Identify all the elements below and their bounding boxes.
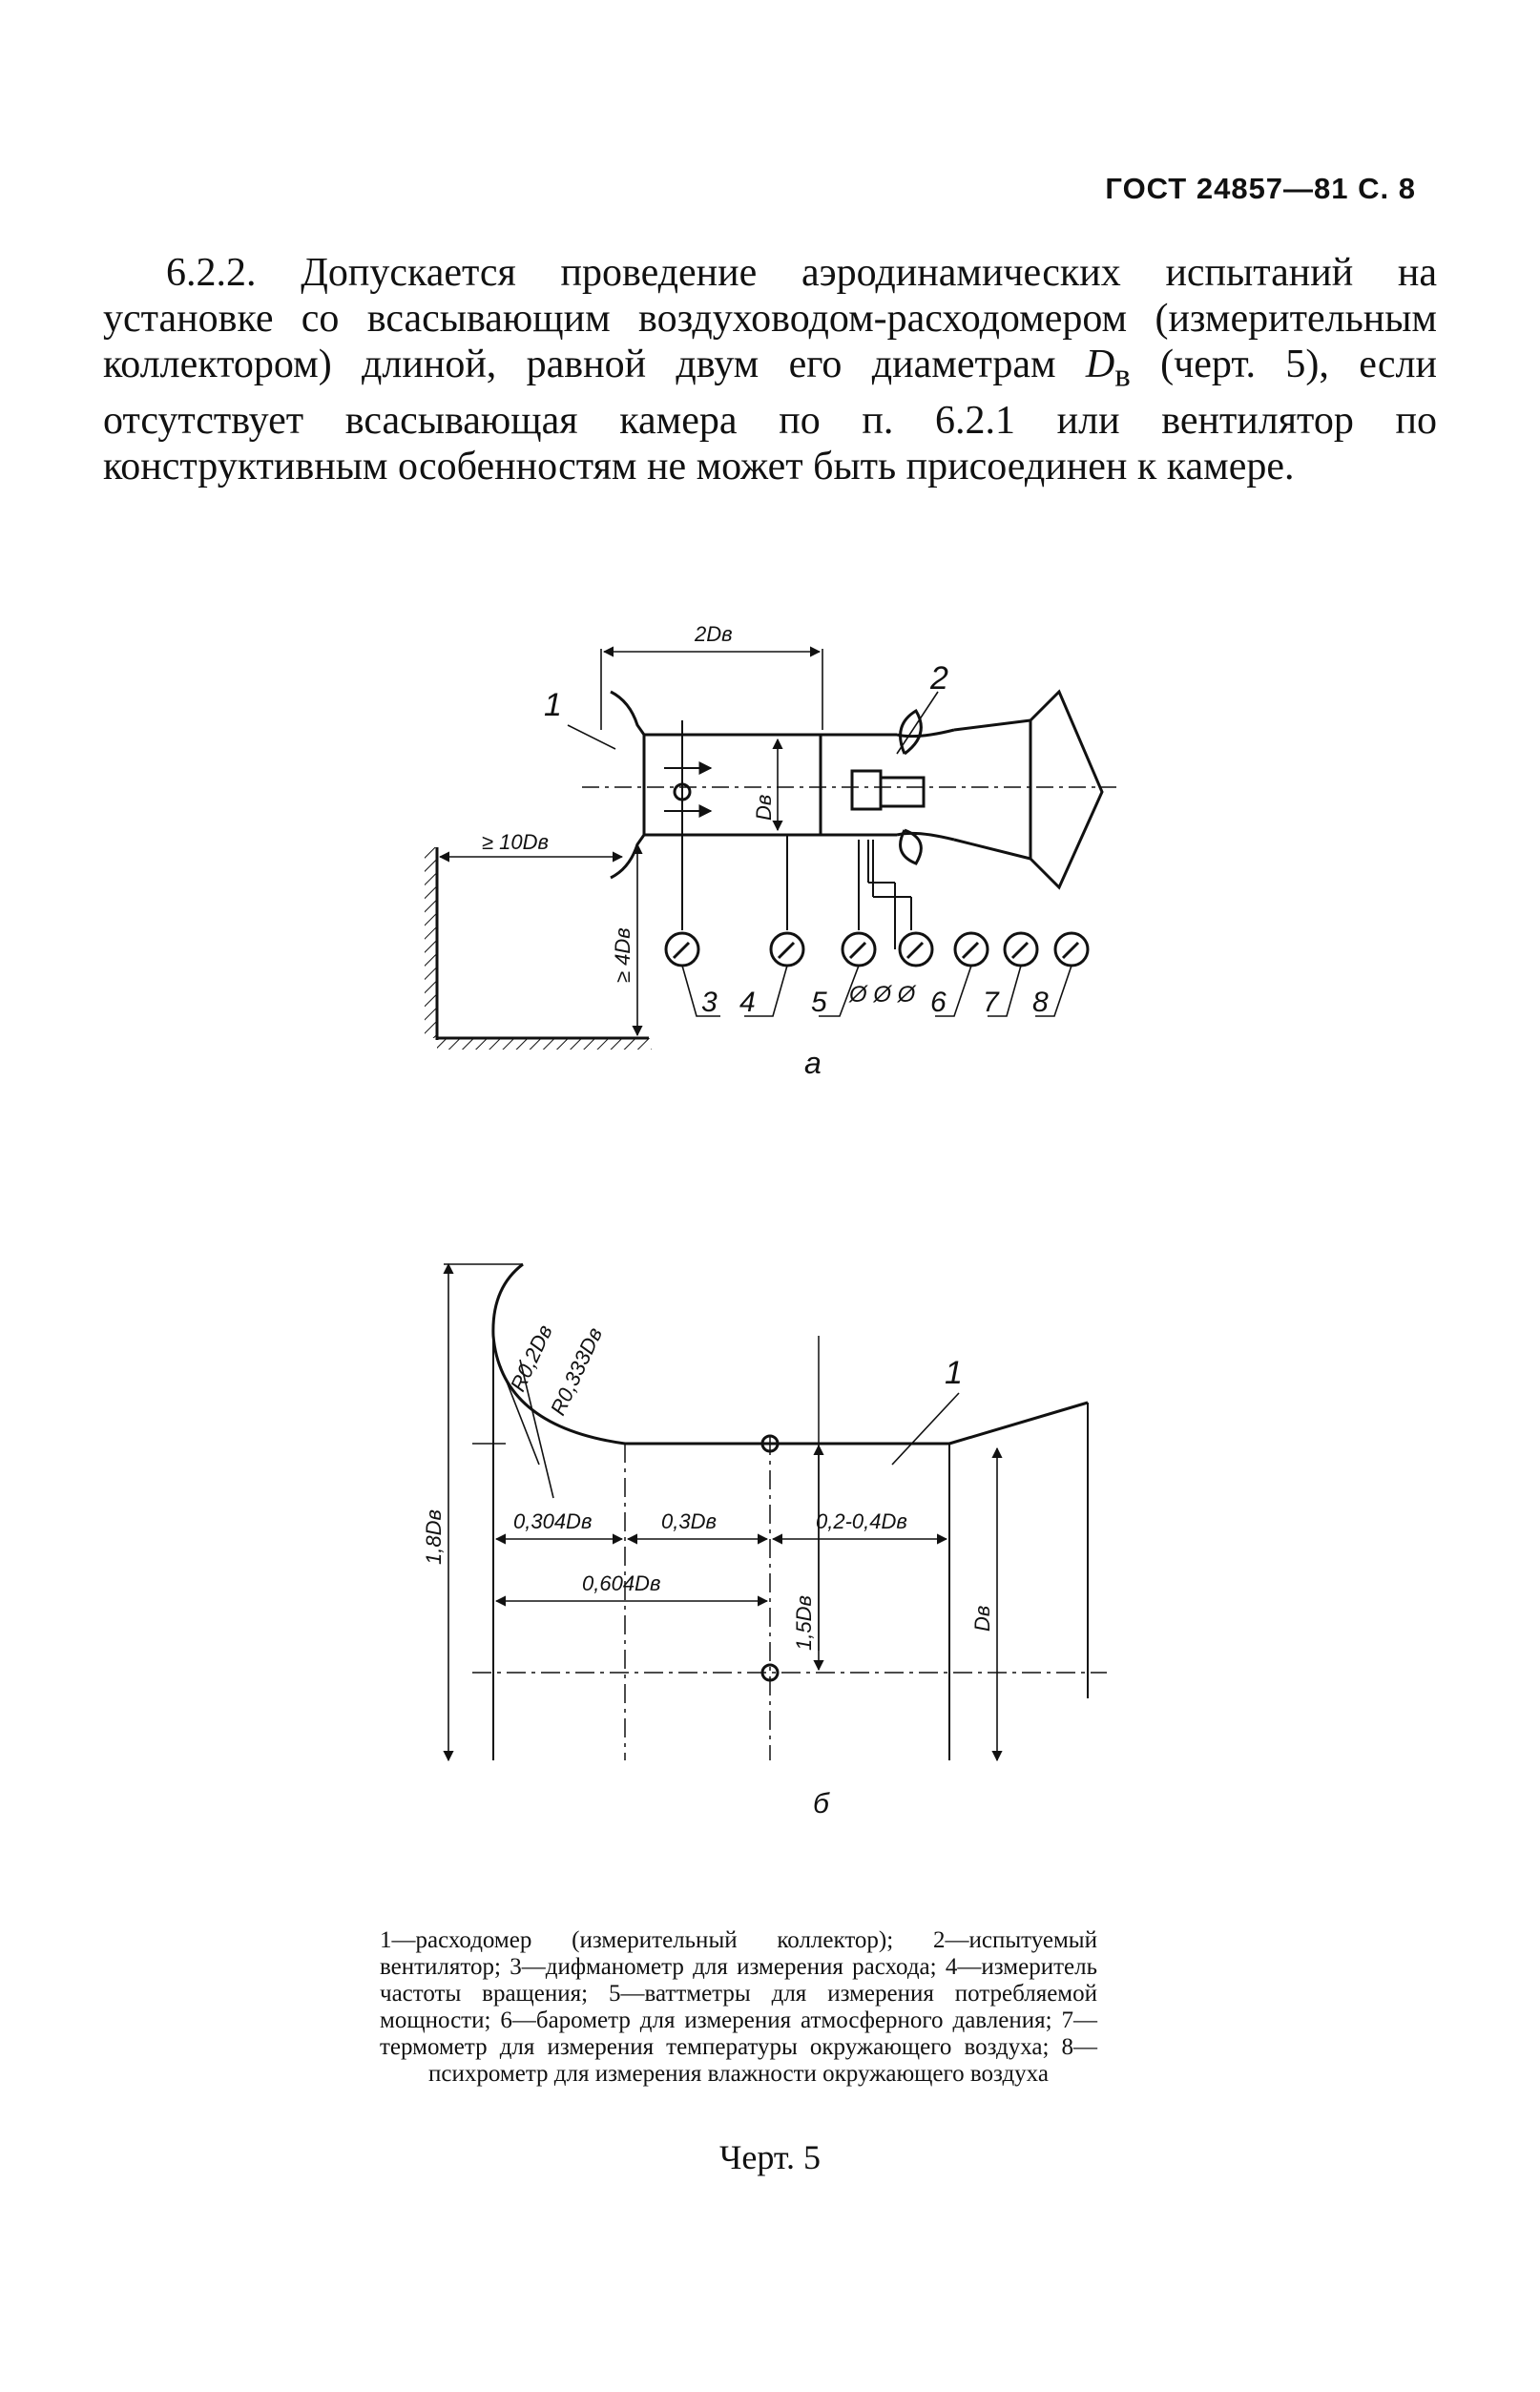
figure-legend: 1—расходомер (измерительный коллектор); … — [380, 1927, 1097, 2087]
fig-b-label: б — [813, 1788, 830, 1820]
fig-a-item-5: 5 — [811, 987, 827, 1018]
gauge-8 — [1053, 931, 1090, 967]
fig-b-radius-1: R0,2Dв — [506, 1321, 557, 1395]
gauge-3 — [664, 931, 700, 967]
fig-b-radius-2: R0,333Dв — [546, 1323, 607, 1419]
fig-b-item-1: 1 — [945, 1355, 963, 1391]
fig-a-item-1: 1 — [544, 687, 562, 723]
fig-a-terminals: Ø Ø Ø — [848, 982, 917, 1008]
fig-a-item-4: 4 — [739, 987, 756, 1018]
fig-a-label: а — [804, 1046, 822, 1080]
diameter-symbol: D — [1085, 343, 1115, 386]
page-header: ГОСТ 24857—81 С. 8 — [1105, 172, 1416, 205]
figure-b: 1 R0,2Dв R0,333Dв 0,304Dв 0,3Dв 0,2-0,4D… — [422, 1262, 1107, 1820]
fig-a-dim-wall: ≥ 10Dв — [482, 830, 549, 854]
gauge-4 — [769, 931, 805, 967]
diameter-symbol-sub: в — [1114, 356, 1131, 394]
fig-a-item-7: 7 — [983, 987, 1000, 1018]
fig-a-item-8: 8 — [1032, 987, 1049, 1018]
gauge-7 — [1003, 931, 1039, 967]
fig-b-dim-2: 0,3Dв — [661, 1509, 717, 1533]
fig-b-dim-1: 0,304Dв — [513, 1509, 592, 1533]
paragraph-number: 6.2.2. — [166, 251, 257, 295]
gauge-5b — [898, 931, 934, 967]
fig-a-item-3: 3 — [701, 987, 718, 1018]
gauge-6 — [953, 931, 989, 967]
fig-a-dim-floor: ≥ 4Dв — [611, 927, 635, 983]
fig-a-item-2: 2 — [929, 660, 948, 697]
fig-b-dim-height: 1,8Dв — [422, 1509, 446, 1565]
fig-a-dim-length: 2Dв — [694, 622, 733, 646]
fig-b-dim-diameter: Dв — [970, 1606, 994, 1632]
paragraph-text-2: (черт. 5), если отсутствует всасывающая … — [103, 343, 1437, 489]
fig-a-item-6: 6 — [930, 987, 947, 1018]
paragraph-6-2-2: 6.2.2. Допускается проведение аэродинами… — [103, 250, 1437, 489]
fig-b-dim-4: 0,604Dв — [582, 1571, 660, 1595]
fig-b-dim-mouth: 1,5Dв — [792, 1595, 816, 1651]
figure-a: 2Dв Dв ≥ 10Dв ≥ 4Dв 1 2 3 4 5 Ø Ø Ø 6 7 … — [425, 622, 1116, 1080]
gauge-5a — [841, 931, 877, 967]
fig-a-dim-diameter: Dв — [752, 795, 776, 821]
figure-caption: Черт. 5 — [719, 2138, 821, 2176]
fig-b-dim-3: 0,2-0,4Dв — [816, 1509, 907, 1533]
paragraph-text-1: Допускается проведение аэродинамических … — [103, 251, 1437, 386]
